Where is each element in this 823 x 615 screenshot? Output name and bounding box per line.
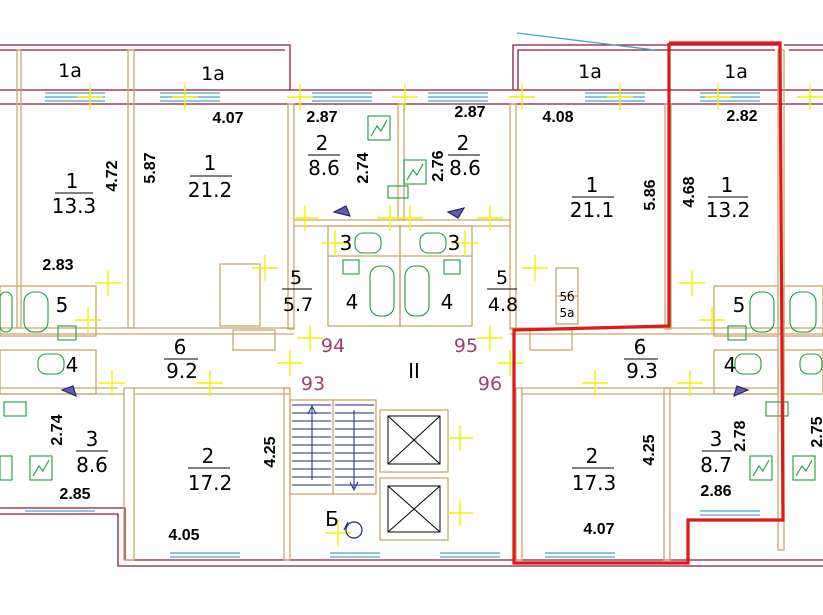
room-code: 1 bbox=[66, 169, 79, 193]
room-code: 1a bbox=[58, 60, 82, 82]
room-area: 21.1 bbox=[570, 198, 615, 222]
dimension-label: 4.07 bbox=[583, 521, 614, 538]
room-area: 9.3 bbox=[626, 359, 658, 383]
windows bbox=[25, 92, 760, 558]
dimension-label: 4.68 bbox=[681, 176, 698, 207]
dimension-label: 4.25 bbox=[641, 434, 658, 465]
room-area: 8.7 bbox=[700, 453, 732, 477]
room-code: 2 bbox=[316, 131, 329, 155]
ventilation-crosses bbox=[75, 84, 823, 546]
dimension-label: 2.86 bbox=[700, 483, 731, 500]
room-area: 8.6 bbox=[76, 453, 108, 477]
room-code: 5 bbox=[733, 293, 746, 317]
room-code: Б bbox=[325, 507, 339, 531]
dimension-label: 2.74 bbox=[49, 414, 66, 445]
apartment-number: 96 bbox=[478, 373, 502, 395]
dimension-label: 4.25 bbox=[262, 436, 279, 467]
dimension-label: 4.07 bbox=[212, 110, 243, 127]
room-code: 3 bbox=[710, 427, 723, 451]
apartment-number: 94 bbox=[321, 335, 345, 357]
room-area: 8.6 bbox=[449, 156, 481, 180]
room-code: 4 bbox=[66, 353, 79, 377]
room-code: 1 bbox=[721, 173, 734, 197]
dimension-label: 5.86 bbox=[642, 179, 659, 210]
room-code: 2 bbox=[457, 131, 470, 155]
room-code: 6 bbox=[174, 335, 187, 359]
doors bbox=[60, 205, 750, 539]
room-code: 1 bbox=[204, 151, 217, 175]
room-code: II bbox=[408, 359, 420, 383]
dimension-label: 5.87 bbox=[142, 152, 159, 183]
dimension-label: 2.75 bbox=[809, 416, 823, 447]
room-code: 1a bbox=[201, 63, 225, 85]
apartment-number: 95 bbox=[454, 335, 478, 357]
dimensions: 4.07 2.87 2.87 4.08 2.82 4.72 5.87 2.74 … bbox=[42, 104, 823, 544]
room-area: 9.2 bbox=[166, 359, 198, 383]
room-area: 8.6 bbox=[308, 156, 340, 180]
stair bbox=[292, 404, 374, 492]
room-area: 13.2 bbox=[706, 198, 751, 222]
room-labels: 1a 1a 1a 1a 1 13.3 1 21.2 2 8.6 2 8.6 1 … bbox=[52, 60, 751, 531]
shaft-label: 5б bbox=[559, 290, 574, 304]
dimension-label: 2.76 bbox=[430, 150, 447, 181]
room-code: 5 bbox=[56, 293, 69, 317]
dimension-label: 2.87 bbox=[306, 109, 337, 126]
room-area: 13.3 bbox=[52, 194, 97, 218]
room-area: 21.2 bbox=[188, 178, 233, 202]
dimension-label: 2.82 bbox=[726, 108, 757, 125]
apartment-number: 93 bbox=[301, 373, 325, 395]
room-code: 2 bbox=[586, 444, 599, 468]
dimension-label: 4.08 bbox=[542, 109, 573, 126]
room-code: 1a bbox=[724, 61, 748, 83]
room-code: 5 bbox=[290, 267, 302, 289]
room-code: 4 bbox=[724, 353, 737, 377]
room-area: 17.2 bbox=[188, 471, 233, 495]
dimension-label: 2.85 bbox=[59, 486, 90, 503]
room-code: 1a bbox=[578, 61, 602, 83]
dimension-label: 2.87 bbox=[454, 104, 485, 121]
room-area: 17.3 bbox=[572, 471, 617, 495]
room-code: 3 bbox=[340, 231, 353, 255]
room-area: 5.7 bbox=[283, 294, 313, 316]
lift-shafts bbox=[387, 415, 441, 533]
dimension-label: 4.72 bbox=[104, 160, 121, 191]
dimension-label: 2.74 bbox=[355, 152, 372, 183]
room-area: 4.8 bbox=[488, 294, 518, 316]
room-code: 4 bbox=[441, 290, 454, 314]
room-code: 1 bbox=[586, 173, 599, 197]
room-code: 3 bbox=[86, 427, 99, 451]
selected-apartment-outline bbox=[512, 41, 785, 565]
dimension-label: 2.78 bbox=[732, 420, 749, 451]
room-code: 6 bbox=[634, 335, 647, 359]
interior-walls bbox=[0, 49, 823, 561]
room-code: 5 bbox=[496, 267, 508, 289]
exterior-walls bbox=[0, 32, 823, 567]
room-code: 4 bbox=[346, 290, 359, 314]
dimension-label: 4.05 bbox=[168, 527, 199, 544]
apartment-numbers: 94 95 93 96 bbox=[301, 335, 502, 395]
sanitary-fixtures bbox=[0, 115, 823, 481]
dimension-label: 2.83 bbox=[42, 257, 73, 274]
room-code: 3 bbox=[448, 231, 461, 255]
shaft-label: 5а bbox=[560, 306, 575, 320]
room-code: 2 bbox=[202, 444, 215, 468]
